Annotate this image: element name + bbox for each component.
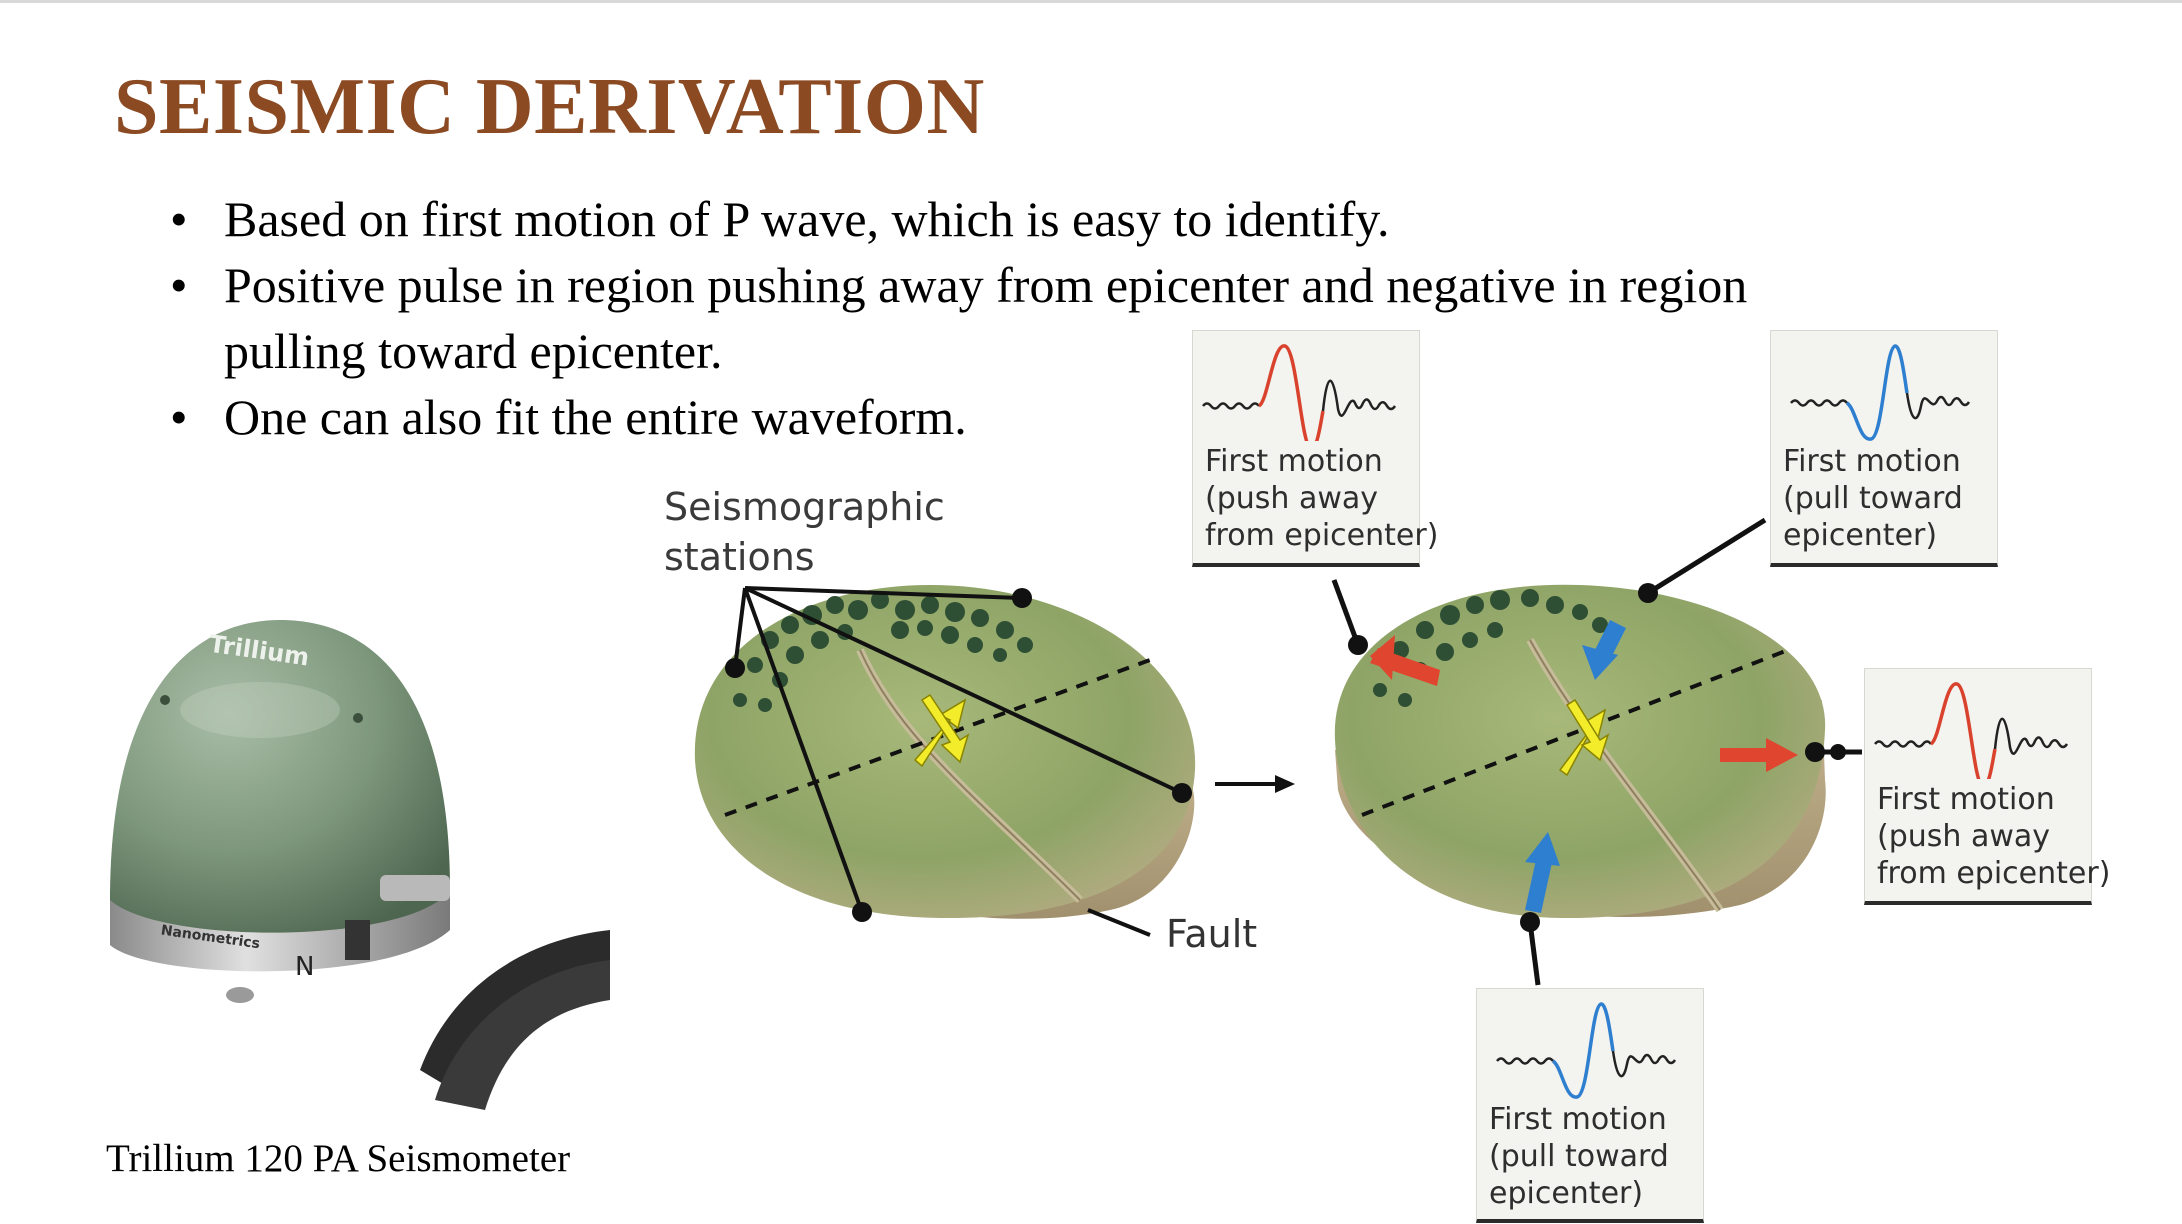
bullet-dot: • xyxy=(170,257,188,313)
stations-label-line2: stations xyxy=(664,535,815,579)
top-border xyxy=(0,0,2182,3)
box-push-away-right: First motion (push away from epicenter) xyxy=(1864,668,2110,905)
box-text-line1: First motion xyxy=(1489,1102,1667,1137)
bullet-text: Positive pulse in region pushing away fr… xyxy=(224,257,1748,379)
box-text-line3: epicenter) xyxy=(1489,1176,1644,1211)
bullet-dot: • xyxy=(170,191,188,247)
box-text-line2: (push away xyxy=(1205,481,1378,516)
box-pull-toward-top-right: First motion (pull toward epicenter) xyxy=(1770,330,1998,567)
bullet-list: • Based on first motion of P wave, which … xyxy=(170,186,1770,450)
box-text-line3: from epicenter) xyxy=(1205,518,1439,553)
pull-waveform-icon xyxy=(1790,344,1971,441)
box-text-line3: epicenter) xyxy=(1783,518,1938,553)
stations-label: Seismographic stations xyxy=(664,482,945,582)
bullet-item: • Based on first motion of P wave, which … xyxy=(170,186,1770,252)
push-waveform-icon xyxy=(1202,344,1397,441)
bullet-dot: • xyxy=(170,389,188,445)
bullet-text: One can also fit the entire waveform. xyxy=(224,389,967,445)
slide-title: SEISMIC DERIVATION xyxy=(114,63,985,151)
device-caption: Trillium 120 PA Seismometer xyxy=(106,1137,571,1180)
pull-waveform-icon xyxy=(1496,1002,1677,1099)
bullet-item: • One can also fit the entire waveform. xyxy=(170,384,1770,450)
box-text-line1: First motion xyxy=(1783,444,1961,479)
fault-label: Fault xyxy=(1166,912,1258,956)
box-text-line1: First motion xyxy=(1877,782,2055,817)
seismometer-image: Trillium Nanometrics N xyxy=(110,620,610,1110)
stations-label-line1: Seismographic xyxy=(664,485,945,529)
right-terrain-disc xyxy=(1331,517,1862,986)
left-terrain-disc xyxy=(694,585,1196,937)
box-pull-toward-bottom: First motion (pull toward epicenter) xyxy=(1476,988,1704,1223)
bullet-text: Based on first motion of P wave, which i… xyxy=(224,191,1390,247)
box-push-away-top-left: First motion (push away from epicenter) xyxy=(1192,330,1438,567)
device-north-text: N xyxy=(295,952,314,982)
bullet-item: • Positive pulse in region pushing away f… xyxy=(170,252,1764,384)
box-text-line3: from epicenter) xyxy=(1877,856,2111,891)
push-waveform-icon xyxy=(1874,682,2069,779)
box-text-line2: (push away xyxy=(1877,819,2050,854)
box-text-line2: (pull toward xyxy=(1783,481,1963,516)
box-text-line1: First motion xyxy=(1205,444,1383,479)
box-text-line2: (pull toward xyxy=(1489,1139,1669,1174)
